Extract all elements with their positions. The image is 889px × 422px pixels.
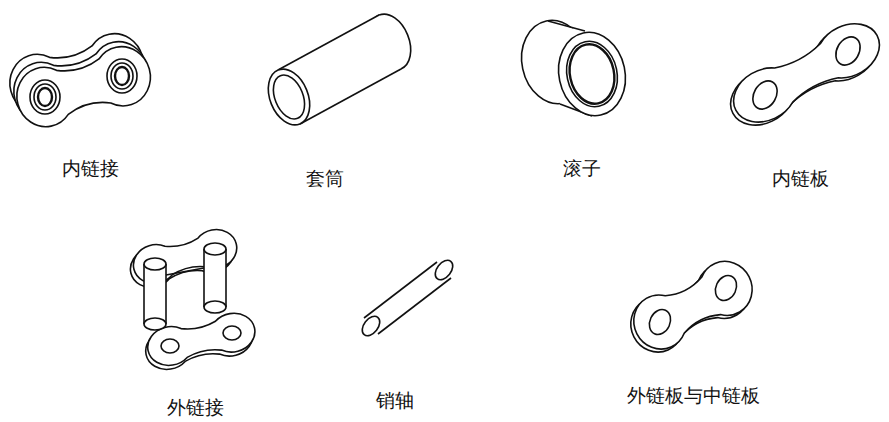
part-label: 外链接 [167,396,224,419]
part-label: 内链接 [62,157,119,180]
part-label: 滚子 [563,157,601,180]
outer-plate-drawing [622,252,762,361]
roller-drawing [514,14,633,122]
bushing-drawing [261,8,419,131]
outer-link-drawing [126,225,258,373]
part-label: 套筒 [306,167,344,190]
part-label: 外链板与中链板 [627,384,760,407]
inner-link-drawing [3,27,157,133]
part-label: 内链板 [772,167,829,190]
part-label: 销轴 [376,389,414,412]
pin-drawing [359,257,457,339]
inner-plate-drawing [721,13,889,136]
